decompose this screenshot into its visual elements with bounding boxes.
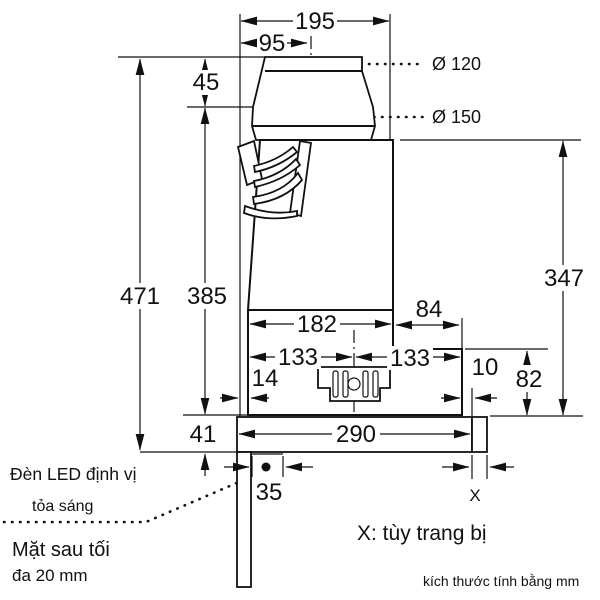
dim-body-height: 385: [187, 283, 227, 310]
x-note: X: tùy trang bị: [357, 522, 487, 545]
dim-lower-width: 182: [297, 311, 337, 338]
extension-lines: [118, 14, 583, 479]
front-panel: [236, 451, 252, 588]
dim-total-width: 195: [295, 8, 335, 35]
dimension-labels: 195 95 45 471 385 347 84 182 133 133 14 …: [120, 8, 584, 506]
dim-led-offset: 35: [256, 479, 283, 506]
dim-right-height: 347: [544, 265, 584, 292]
back-label-line2: đa 20 mm: [12, 566, 88, 585]
dim-visor-length: 290: [336, 421, 376, 448]
dim-rear-gap: 10: [472, 354, 499, 381]
led-marker: [251, 453, 284, 477]
led-label-line2: tỏa sáng: [32, 498, 93, 515]
annotations: Ø 120 Ø 150 Đèn LED định vị tỏa sáng Mặt…: [10, 54, 579, 589]
back-label-line1: Mặt sau tối: [12, 539, 110, 561]
led-label-line1: Đèn LED định vị: [10, 464, 136, 484]
dim-center-rear: 133: [390, 345, 430, 372]
diameter-top-label: Ø 120: [432, 54, 481, 74]
dim-duct-height: 45: [193, 69, 220, 96]
mounting-block: [317, 366, 391, 402]
dim-front-gap: 14: [252, 365, 279, 392]
dim-duct-offset: 95: [259, 30, 286, 57]
dim-visor-height: 41: [190, 421, 217, 448]
duct-adapter: [251, 56, 376, 141]
flap-detail: [236, 139, 313, 220]
dim-total-height: 471: [120, 283, 160, 310]
dim-center-front: 133: [278, 344, 318, 371]
dimension-text-masks: [117, 9, 587, 446]
led-dot: [261, 462, 271, 472]
leader-led: [2, 477, 248, 524]
dim-lower-height: 82: [516, 366, 543, 393]
hood-outline: [236, 56, 488, 588]
diameter-bottom-label: Ø 150: [432, 107, 481, 127]
unit-note: kích thước tính bằng mm: [423, 573, 579, 589]
dim-x-mark: X: [469, 486, 480, 505]
visor-end-cap: [471, 416, 488, 453]
hood-body: [247, 139, 463, 416]
dim-ledge-depth: 84: [416, 296, 443, 323]
